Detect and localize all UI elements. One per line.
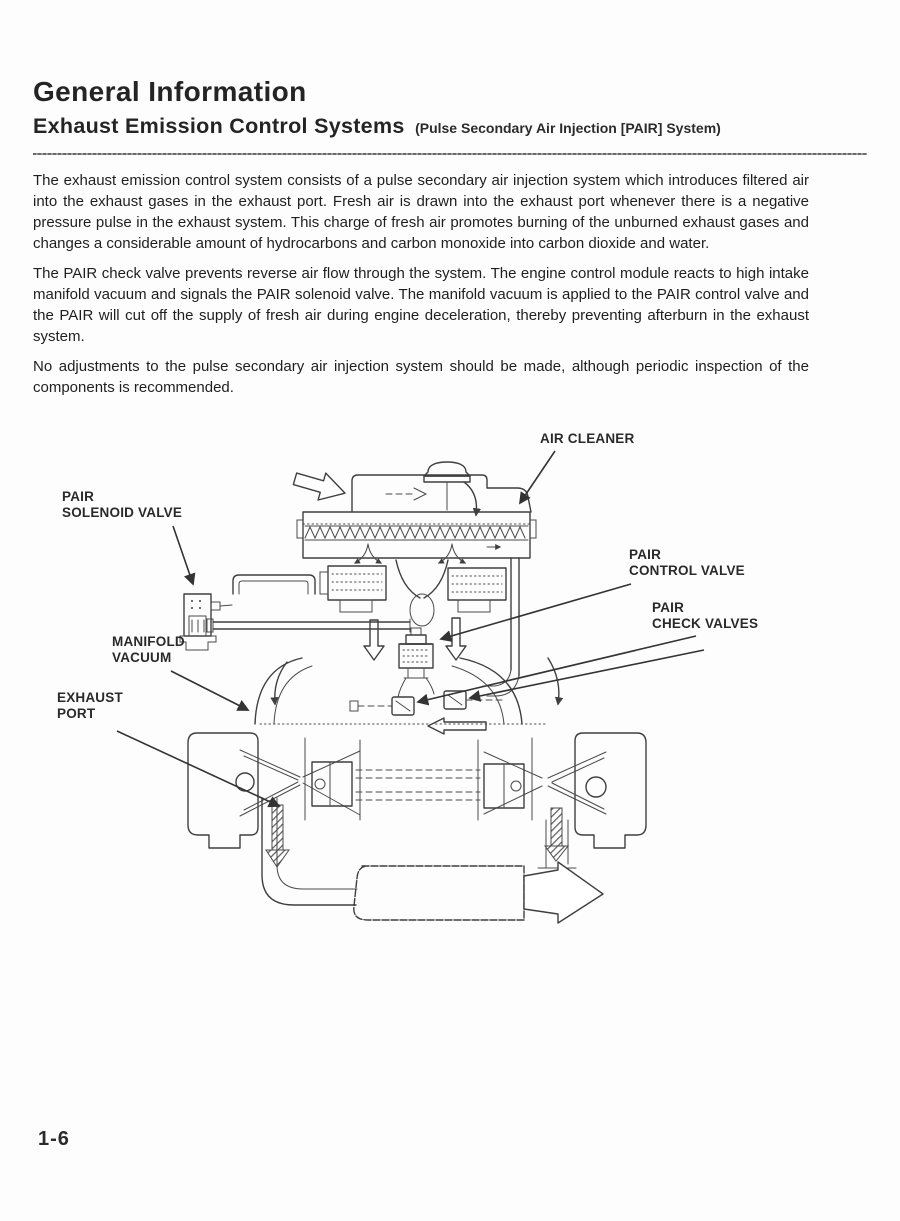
pair-system-diagram	[0, 420, 900, 940]
page-number: 1-6	[38, 1128, 70, 1150]
exhaust-drawing	[261, 797, 604, 924]
paragraph-2: The PAIR check valve prevents reverse ai…	[33, 265, 809, 345]
page-title: General Information	[33, 76, 307, 107]
label-line: EXHAUST	[57, 690, 123, 705]
section-title: Exhaust Emission Control Systems	[33, 114, 405, 138]
engine-cutaway-drawing	[116, 450, 705, 924]
label-manifold-vacuum: MANIFOLD VACUUM	[112, 634, 185, 666]
label-air-cleaner: AIR CLEANER	[540, 431, 634, 447]
leader-pair-check-valve-right	[468, 649, 705, 702]
label-line: MANIFOLD	[112, 634, 185, 649]
leader-exhaust-port	[116, 730, 281, 808]
leader-pair-control-valve	[439, 583, 632, 642]
label-line: AIR CLEANER	[540, 431, 635, 446]
leader-pair-check-valve-left	[416, 635, 697, 706]
air-cleaner-drawing	[296, 461, 537, 559]
carburetor-drawing	[319, 559, 507, 627]
label-line: PAIR	[629, 547, 662, 562]
check-valves-drawing	[391, 690, 467, 716]
section-subtitle-note: (Pulse Secondary Air Injection [PAIR] Sy…	[415, 120, 721, 136]
label-pair-control-valve: PAIR CONTROL VALVE	[629, 547, 745, 579]
control-valve-drawing	[397, 627, 435, 698]
leader-manifold-vacuum	[170, 670, 250, 711]
label-line: CONTROL VALVE	[629, 563, 745, 578]
section-heading: Exhaust Emission Control Systems (Pulse …	[33, 114, 721, 139]
airflow-arrows	[270, 472, 564, 735]
label-pair-check-valves: PAIR CHECK VALVES	[652, 600, 758, 632]
label-line: PAIR	[62, 489, 95, 504]
label-line: SOLENOID VALVE	[62, 505, 183, 520]
body-text: The exhaust emission control system cons…	[33, 170, 809, 407]
label-line: VACUUM	[112, 650, 172, 665]
heading-rule	[33, 153, 867, 155]
solenoid-valve-drawing	[179, 593, 233, 651]
engine-block-drawing	[187, 657, 647, 849]
label-line: CHECK VALVES	[652, 616, 759, 631]
leader-pair-solenoid-valve	[172, 525, 196, 586]
label-line: PAIR	[652, 600, 685, 615]
label-pair-solenoid-valve: PAIR SOLENOID VALVE	[62, 489, 182, 521]
paragraph-3: No adjustments to the pulse secondary ai…	[33, 358, 809, 396]
leader-arrows	[116, 450, 705, 808]
leader-air-cleaner	[518, 450, 556, 505]
label-line: PORT	[57, 706, 96, 721]
paragraph-1: The exhaust emission control system cons…	[33, 172, 809, 252]
air-piping-drawing	[206, 557, 520, 712]
label-exhaust-port: EXHAUST PORT	[57, 690, 123, 722]
